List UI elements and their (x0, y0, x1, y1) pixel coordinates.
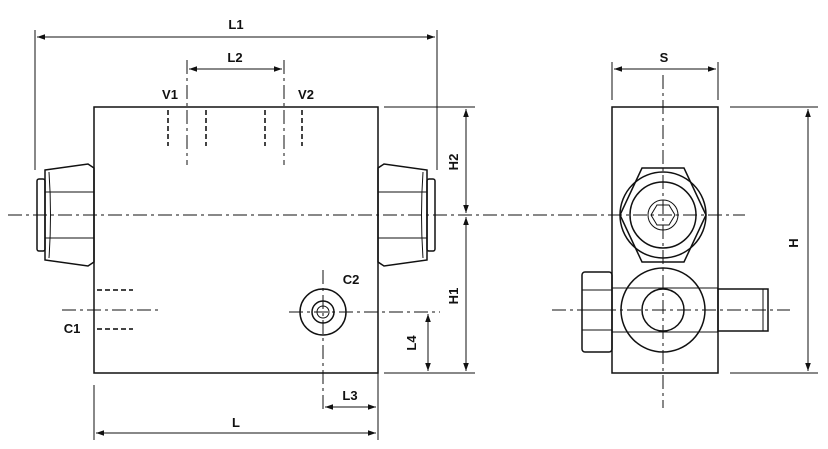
side-left-nut (581, 271, 613, 353)
label-c1: C1 (64, 321, 81, 336)
label-l: L (232, 415, 240, 430)
label-h2: H2 (446, 154, 461, 171)
label-h: H (786, 238, 801, 247)
dimension-l4: L4 (384, 314, 440, 374)
dimension-l1: L1 (34, 17, 438, 170)
dimension-l2: L2 (189, 50, 282, 72)
label-v1: V1 (162, 87, 178, 102)
dimension-l: L (93, 385, 379, 440)
dimension-h1: H1 (440, 217, 475, 374)
label-h1: H1 (446, 288, 461, 305)
label-l1: L1 (228, 17, 243, 32)
side-body (611, 106, 719, 374)
label-l3: L3 (342, 388, 357, 403)
dimension-h: H (730, 106, 818, 374)
label-c2: C2 (343, 272, 360, 287)
label-s: S (660, 50, 669, 65)
label-l4: L4 (404, 335, 419, 351)
label-l2: L2 (227, 50, 242, 65)
dimension-s: S (611, 50, 719, 100)
c2-port (289, 270, 440, 410)
front-view: V1 V2 C1 C2 L1 L2 L L3 (8, 17, 745, 440)
side-view: S H (552, 50, 818, 408)
valve-body (93, 106, 379, 374)
label-v2: V2 (298, 87, 314, 102)
dimension-h2: H2 (384, 106, 475, 213)
dimension-l3: L3 (325, 373, 379, 413)
